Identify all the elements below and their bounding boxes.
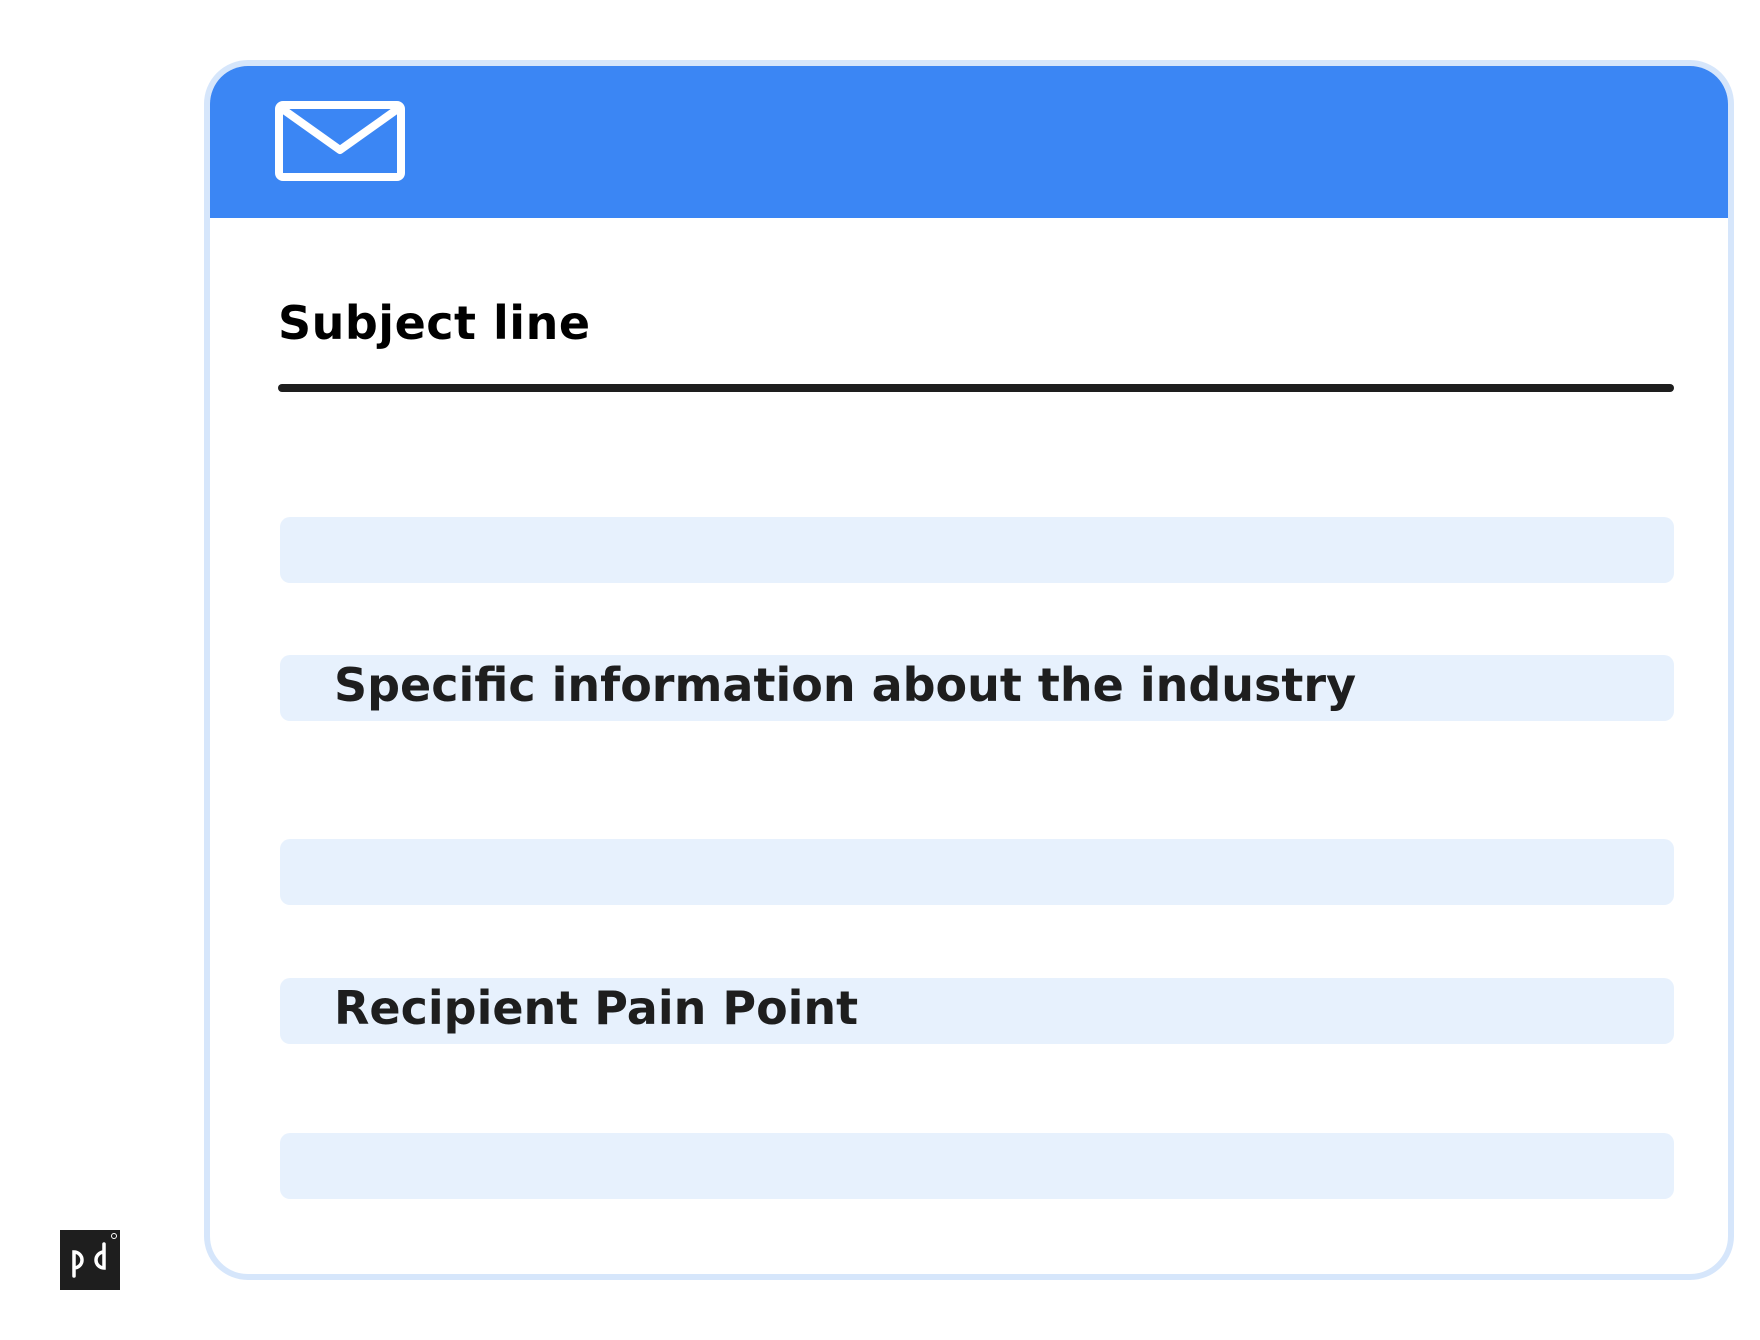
pain-point-text: Recipient Pain Point bbox=[334, 981, 859, 1035]
industry-info-text: Specific information about the industry bbox=[334, 658, 1357, 712]
body-line-1 bbox=[280, 517, 1674, 583]
body-line-industry-info: Specific information about the industry bbox=[280, 655, 1674, 721]
subject-divider bbox=[278, 384, 1674, 392]
body-line-5 bbox=[280, 1133, 1674, 1199]
subject-line-label: Subject line bbox=[278, 296, 591, 350]
email-card: Subject line Specific information about … bbox=[204, 60, 1734, 1280]
email-header bbox=[210, 66, 1728, 218]
envelope-icon bbox=[275, 101, 405, 181]
body-line-pain-point: Recipient Pain Point bbox=[280, 978, 1674, 1044]
pd-logo bbox=[60, 1230, 120, 1290]
body-line-3 bbox=[280, 839, 1674, 905]
pd-logo-mark bbox=[72, 1233, 117, 1278]
